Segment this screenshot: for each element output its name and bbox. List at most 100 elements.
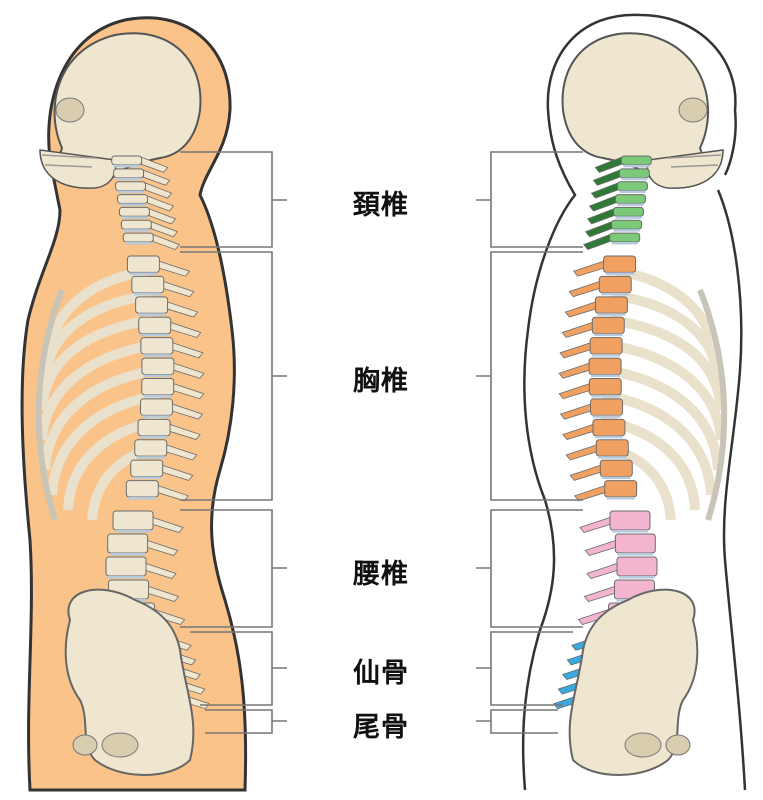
left-teeth: [41, 154, 96, 168]
lumbar-vertebra: [112, 510, 154, 531]
thoracic-spinous-process: [572, 260, 604, 277]
thoracic-vertebra: [589, 337, 623, 355]
thoracic-spinous-process: [564, 301, 596, 318]
cervical-spinous-process: [145, 182, 173, 199]
intervertebral-disc: [615, 216, 642, 219]
intervertebral-disc: [591, 394, 620, 398]
right-hip-joint: [624, 732, 662, 758]
intervertebral-disc: [123, 229, 150, 232]
thoracic-vertebra: [140, 337, 174, 355]
intervertebral-disc: [140, 333, 169, 337]
intervertebral-disc: [132, 476, 161, 480]
thoracic-vertebra: [595, 439, 629, 457]
thoracic-spinous-process: [569, 464, 601, 481]
intervertebral-disc: [602, 476, 631, 480]
thoracic-spinous-process: [559, 403, 591, 420]
cervical-spinous-process: [143, 169, 171, 186]
intervertebral-disc: [611, 530, 648, 533]
lumbar-vertebra: [616, 556, 658, 577]
intervertebral-disc: [136, 456, 165, 459]
lumbar-spinous-process: [152, 516, 184, 533]
thoracic-vertebra: [139, 398, 173, 416]
thoracic-spinous-process: [574, 485, 606, 502]
thoracic-spinous-process: [558, 362, 590, 379]
cervical-vertebra: [118, 206, 150, 217]
intervertebral-disc: [618, 576, 655, 579]
thoracic-vertebra: [588, 357, 622, 376]
intervertebral-disc: [121, 216, 148, 219]
intervertebral-disc: [591, 374, 620, 377]
intervertebral-disc: [143, 394, 172, 398]
left-bracket-cervical: [180, 151, 287, 248]
intervertebral-disc: [594, 333, 623, 337]
cervical-vertebra: [117, 194, 148, 204]
cervical-vertebra: [620, 155, 652, 166]
cervical-vertebra: [615, 194, 646, 204]
label-lumbar: 腰椎: [353, 559, 409, 590]
intervertebral-disc: [617, 203, 644, 206]
intervertebral-disc: [142, 415, 171, 418]
intervertebral-disc: [623, 164, 650, 168]
thoracic-spinous-process: [167, 301, 199, 318]
left-pubis: [72, 734, 98, 756]
intervertebral-disc: [108, 576, 145, 579]
right-bracket-sacrum: [476, 631, 573, 706]
right-bracket-lumbar: [476, 509, 583, 628]
thoracic-vertebra: [125, 480, 159, 498]
right-pelvis: [568, 588, 699, 776]
cervical-vertebra: [120, 219, 152, 230]
thoracic-vertebra: [141, 357, 175, 376]
intervertebral-disc: [119, 203, 146, 206]
left-eye-socket: [55, 97, 85, 123]
cervical-spinous-process: [592, 169, 620, 186]
intervertebral-disc: [142, 354, 171, 357]
right-back-line: [716, 109, 747, 791]
lumbar-spinous-process: [579, 516, 611, 533]
thoracic-vertebra: [137, 418, 171, 437]
right-figure: [521, 13, 747, 791]
thoracic-spinous-process: [159, 260, 191, 277]
thoracic-spinous-process: [166, 444, 198, 461]
label-sacrum: 仙骨: [353, 658, 409, 689]
thoracic-vertebra: [141, 378, 175, 396]
label-thoracic: 胸椎: [353, 366, 409, 397]
right-teeth: [667, 154, 722, 168]
right-bracket-thoracic: [476, 251, 583, 501]
thoracic-spinous-process: [172, 403, 204, 420]
thoracic-vertebra: [130, 459, 164, 478]
lumbar-spinous-process: [148, 585, 180, 602]
cervical-spinous-process: [150, 221, 179, 238]
thoracic-spinous-process: [163, 281, 195, 298]
cervical-vertebra: [616, 181, 648, 192]
lumbar-spinous-process: [584, 539, 616, 556]
left-bracket-thoracic: [180, 251, 287, 501]
thoracic-vertebra: [131, 275, 165, 294]
intervertebral-disc: [594, 435, 623, 439]
cervical-vertebra: [618, 168, 650, 179]
lumbar-vertebra: [609, 510, 651, 531]
intervertebral-disc: [115, 530, 152, 533]
thoracic-spinous-process: [169, 423, 201, 441]
thoracic-spinous-process: [568, 281, 600, 298]
thoracic-spinous-process: [559, 342, 591, 359]
intervertebral-disc: [601, 292, 630, 296]
intervertebral-disc: [617, 553, 654, 556]
intervertebral-disc: [613, 229, 640, 232]
lumbar-spinous-process: [145, 562, 177, 579]
cervical-vertebra: [609, 232, 641, 243]
intervertebral-disc: [611, 242, 638, 245]
cervical-vertebra: [122, 232, 154, 243]
thoracic-vertebra: [598, 275, 632, 294]
intervertebral-disc: [621, 177, 648, 181]
intervertebral-disc: [592, 354, 621, 357]
cervical-spinous-process: [141, 156, 169, 173]
intervertebral-disc: [137, 313, 166, 316]
cervical-vertebra: [111, 155, 143, 166]
cervical-spinous-process: [594, 156, 622, 173]
intervertebral-disc: [133, 292, 162, 296]
label-cervical: 頚椎: [353, 190, 409, 221]
thoracic-vertebra: [599, 459, 633, 478]
thoracic-spinous-process: [173, 383, 205, 400]
thoracic-vertebra: [594, 296, 628, 314]
